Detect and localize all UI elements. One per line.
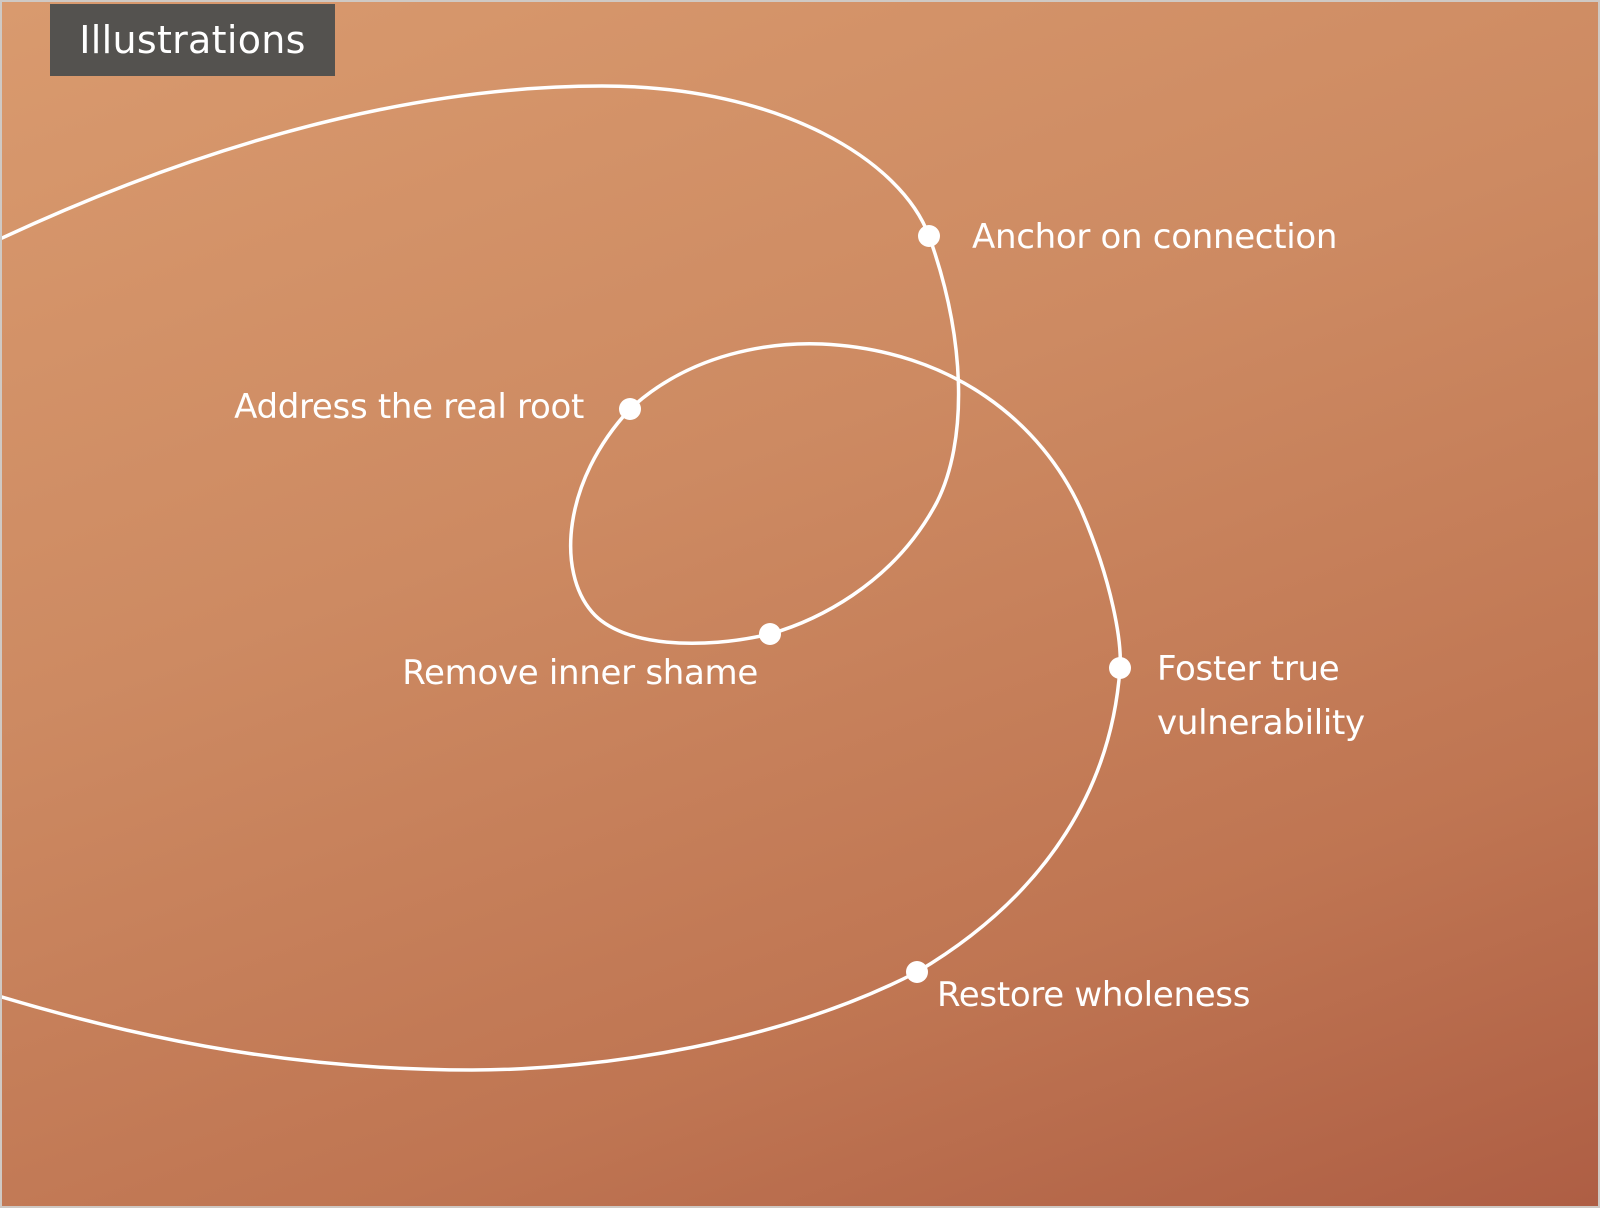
node-label-address: Address the real root bbox=[234, 387, 584, 427]
node-label-foster-line1: Foster true bbox=[1157, 649, 1340, 689]
node-label-foster: Foster true vulnerability bbox=[1157, 642, 1365, 750]
node-dot-foster bbox=[1109, 657, 1131, 679]
node-label-restore: Restore wholeness bbox=[937, 975, 1251, 1015]
node-dot-address bbox=[619, 398, 641, 420]
node-dot-restore bbox=[906, 961, 928, 983]
node-label-remove: Remove inner shame bbox=[402, 653, 758, 693]
node-label-anchor: Anchor on connection bbox=[972, 217, 1338, 257]
spiral-path bbox=[2, 84, 1122, 1072]
node-dot-remove bbox=[759, 623, 781, 645]
node-label-foster-line2: vulnerability bbox=[1157, 703, 1365, 743]
node-dot-anchor bbox=[918, 225, 940, 247]
illustrations-tag: Illustrations bbox=[50, 4, 335, 76]
